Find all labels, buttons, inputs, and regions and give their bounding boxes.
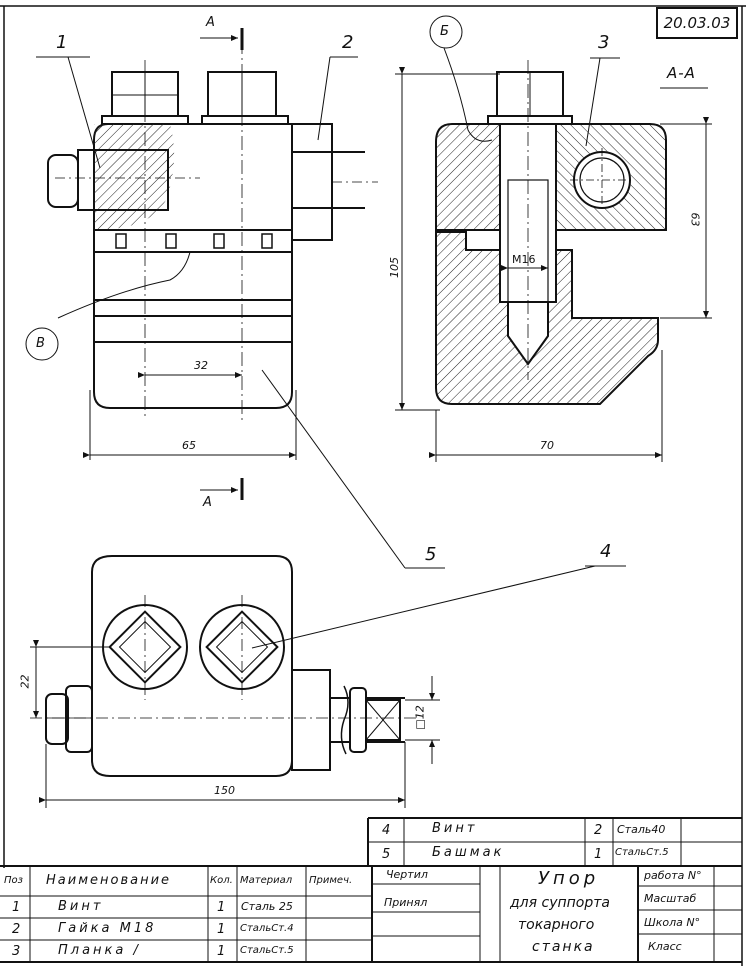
- callout-5: 5: [425, 544, 438, 565]
- part-5-material: СтальСт.5: [615, 847, 669, 858]
- accepted-label: Принял: [384, 896, 428, 909]
- part-3-material: СтальСт.5: [240, 945, 294, 956]
- part-3-qty: 1: [217, 944, 226, 959]
- callout-v: В: [36, 336, 45, 351]
- cut-letter-bottom: А: [203, 495, 212, 510]
- dim-70: 70: [540, 439, 554, 452]
- part-2-qty: 1: [217, 922, 226, 937]
- part-5-pos: 5: [382, 847, 391, 862]
- class-label: Класс: [648, 940, 682, 953]
- callout-4: 4: [600, 541, 613, 562]
- front-view: [47, 40, 378, 420]
- header-note: Примеч.: [309, 875, 353, 886]
- drew-label: Чертил: [386, 868, 428, 881]
- top-dimensions: [30, 565, 626, 808]
- title-line-4: станка: [532, 939, 595, 955]
- part-4-name: Винт: [432, 821, 478, 836]
- cut-letter-top: А: [206, 15, 215, 30]
- part-1-pos: 1: [12, 900, 21, 915]
- part-2-pos: 2: [12, 922, 21, 937]
- scale-label: Масштаб: [644, 892, 697, 905]
- title-line-3: токарного: [518, 917, 595, 933]
- part-3-pos: 3: [12, 944, 21, 959]
- dim-thread: M16: [512, 253, 536, 266]
- part-5-name: Башмак: [432, 845, 505, 860]
- part-4-material: Сталь40: [617, 823, 666, 836]
- header-name: Наименование: [46, 873, 172, 888]
- part-1-name: Винт: [58, 899, 104, 914]
- part-5-qty: 1: [594, 847, 603, 862]
- sheet-frame: [0, 5, 746, 966]
- sheet-code: 20.03.03: [663, 14, 731, 32]
- parts-table-grid: [0, 817, 742, 963]
- callout-3: 3: [598, 32, 611, 53]
- part-1-qty: 1: [217, 900, 226, 915]
- top-view: [30, 555, 420, 777]
- callout-2: 2: [342, 32, 355, 53]
- part-4-pos: 4: [382, 823, 391, 838]
- header-qty: Кол.: [210, 875, 233, 886]
- dim-32: 32: [194, 359, 208, 372]
- work-no-label: работа N°: [644, 869, 702, 882]
- dim-12: □12: [413, 705, 427, 730]
- header-material: Материал: [240, 875, 293, 886]
- part-2-material: СтальСт.4: [240, 923, 294, 934]
- part-4-qty: 2: [594, 823, 603, 838]
- dim-150: 150: [214, 784, 235, 797]
- title-line-2: для суппорта: [510, 895, 610, 911]
- front-dimensions: [25, 28, 445, 569]
- part-1-material: Сталь 25: [241, 900, 293, 913]
- callout-b: Б: [440, 24, 449, 39]
- dim-22: 22: [18, 674, 32, 689]
- section-dimensions: [395, 15, 712, 462]
- school-no-label: Школа N°: [644, 916, 701, 929]
- dim-65: 65: [182, 439, 196, 452]
- header-pos: Поз: [4, 875, 23, 886]
- section-label: А-А: [667, 64, 696, 82]
- part-2-name: Гайка М18: [58, 921, 157, 936]
- part-3-name: Планка /: [58, 943, 141, 958]
- callout-1: 1: [56, 32, 69, 53]
- dim-63: 63: [688, 212, 702, 227]
- dim-105: 105: [388, 257, 401, 278]
- title-line-1: Упор: [538, 868, 600, 889]
- section-view: [435, 60, 667, 405]
